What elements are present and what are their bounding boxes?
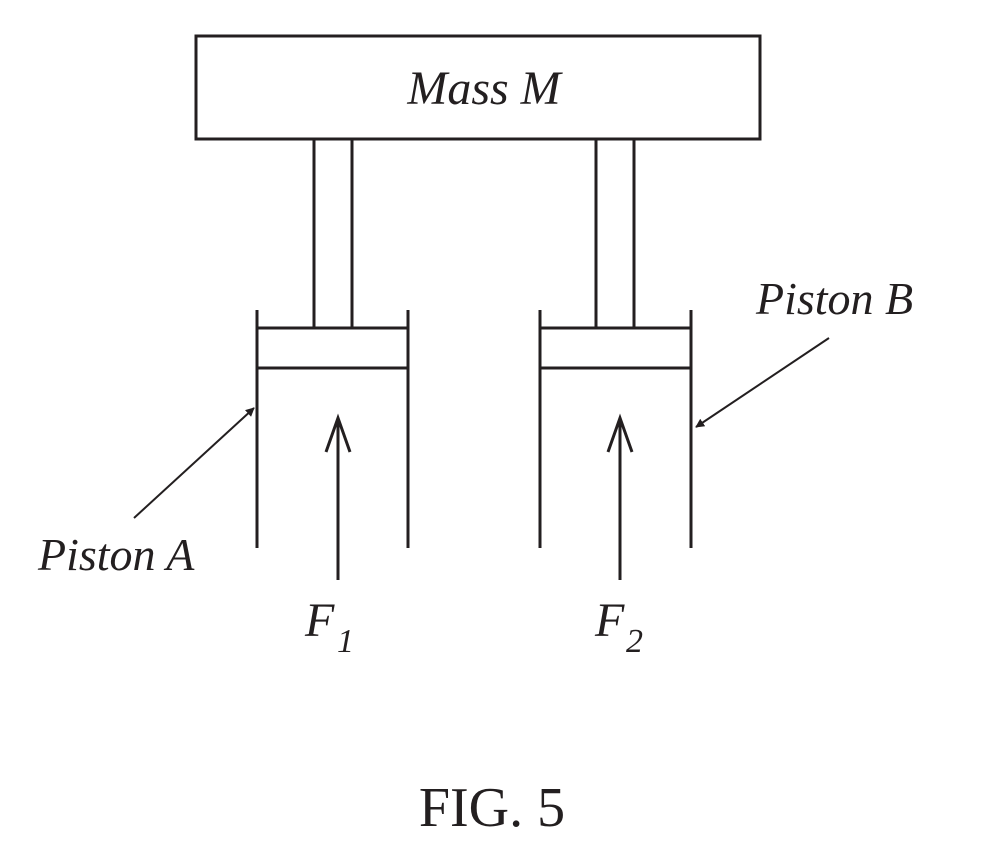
force-f2-subscript: 2 <box>626 623 643 660</box>
force-arrow-f1 <box>324 413 352 580</box>
piston-b-label: Piston B <box>755 273 913 324</box>
force-arrow-f2 <box>606 413 634 580</box>
force-label-f2: F 2 <box>594 594 643 660</box>
cylinder-a <box>255 310 410 548</box>
force-label-f1: F 1 <box>304 594 354 660</box>
mass-label: Mass M <box>406 62 563 115</box>
force-f1-symbol: F <box>304 594 335 647</box>
piston-b-leader-arrow <box>695 337 830 428</box>
cylinder-b <box>538 310 693 548</box>
mass-rectangle <box>194 34 762 141</box>
force-f1-subscript: 1 <box>337 623 354 660</box>
rod-left <box>312 139 354 328</box>
rod-right <box>594 139 636 328</box>
force-f2-symbol: F <box>594 594 625 647</box>
figure-caption: FIG. 5 <box>419 777 565 839</box>
mass-block: Mass M <box>194 34 762 141</box>
piston-a-leader-arrow <box>133 407 255 519</box>
piston-a-label: Piston A <box>37 529 195 580</box>
